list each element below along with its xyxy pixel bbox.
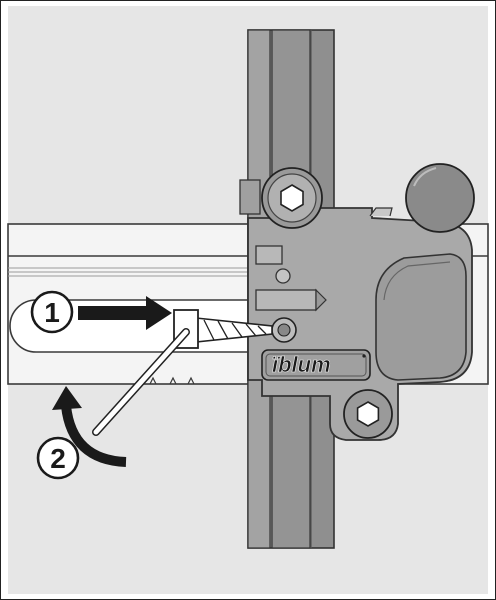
rotate-arrow xyxy=(52,386,127,467)
step-2-badge: 2 xyxy=(36,436,80,480)
step-1-badge: 1 xyxy=(30,290,74,334)
hex-key xyxy=(92,328,190,436)
step-1-number: 1 xyxy=(44,297,60,328)
step-2-number: 2 xyxy=(50,443,66,474)
adjustment-knob xyxy=(405,163,475,233)
mounting-bracket xyxy=(239,179,473,441)
drill-socket xyxy=(271,317,297,343)
hex-screw-top xyxy=(261,167,323,229)
hex-screw-bottom xyxy=(343,389,393,439)
svg-text:ïblum: ïblum xyxy=(272,352,331,377)
blum-logo: ïblum xyxy=(261,349,371,381)
push-arrow xyxy=(78,296,172,330)
